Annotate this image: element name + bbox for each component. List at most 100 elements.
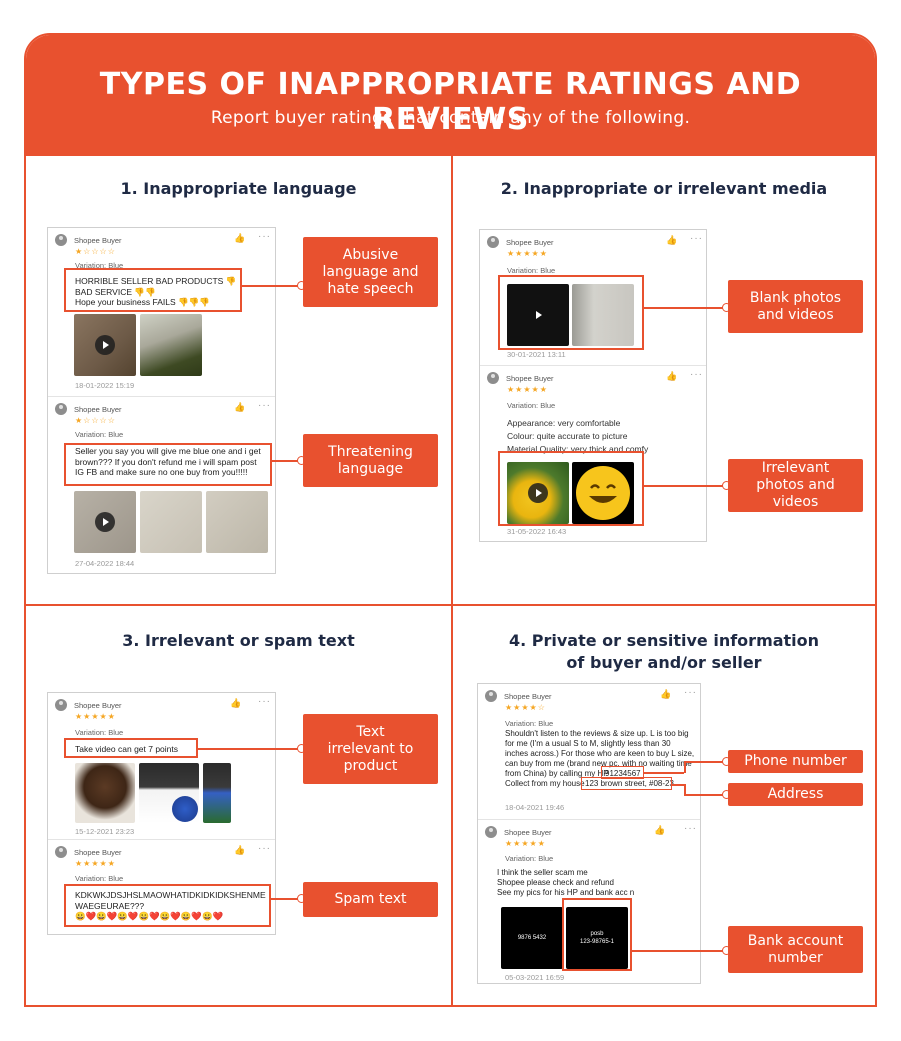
review-photo-thumbnail[interactable] <box>75 763 135 823</box>
thumbs-up-icon[interactable]: 👍 <box>654 825 666 835</box>
thumbs-up-icon[interactable]: 👍 <box>660 689 672 699</box>
avatar <box>487 372 499 384</box>
review-date: 27-04-2022 18:44 <box>75 559 135 568</box>
review-text: Take video can get 7 points <box>75 744 179 754</box>
avatar <box>55 699 67 711</box>
connector-line <box>242 285 302 287</box>
connector-line <box>684 761 727 763</box>
review-text: KDKWKJDSJHSLMAOWHATIDKIDKIDKSHENME WAEGE… <box>75 890 266 921</box>
connector-line <box>644 772 684 774</box>
blank-photo-thumbnail[interactable] <box>572 284 634 346</box>
bank-image-thumbnail[interactable]: posb 123-98765-1 <box>566 907 628 969</box>
highlight-box <box>601 766 644 779</box>
star-rating: ★★★★☆ <box>505 703 546 712</box>
highlight-box <box>64 443 272 486</box>
irrelevant-photo-thumbnail[interactable] <box>572 462 634 524</box>
review-photo-thumbnail[interactable] <box>140 491 202 553</box>
highlight-box <box>562 898 632 971</box>
more-icon[interactable]: ··· <box>690 369 703 380</box>
variation-label: Variation: Blue <box>505 854 554 863</box>
address-text: 123 brown street, #08-23 <box>585 779 674 788</box>
star-rating: ★★★★★ <box>507 385 548 394</box>
thumbs-up-icon[interactable]: 👍 <box>666 371 678 381</box>
divider-vertical <box>451 156 453 1005</box>
review-photo-thumbnail[interactable] <box>203 763 231 823</box>
review-date: 30-01-2021 13:11 <box>507 350 566 359</box>
avatar <box>487 236 499 248</box>
connector-line <box>644 307 727 309</box>
header: TYPES OF INAPPROPRIATE RATINGS AND REVIE… <box>26 35 875 156</box>
more-icon[interactable]: ··· <box>684 687 697 698</box>
more-icon[interactable]: ··· <box>258 843 271 854</box>
callout-abusive-language: Abusive language and hate speech <box>303 237 438 307</box>
connector-line <box>684 794 727 796</box>
thumbs-up-icon[interactable]: 👍 <box>234 402 246 412</box>
review-photo-thumbnail[interactable] <box>206 491 268 553</box>
phone-image-thumbnail[interactable]: 9876 5432 <box>501 907 563 969</box>
more-icon[interactable]: ··· <box>258 400 271 411</box>
callout-irrelevant-media: Irrelevant photos and videos <box>728 459 863 512</box>
callout-phone-number: Phone number <box>728 750 863 773</box>
more-icon[interactable]: ··· <box>684 823 697 834</box>
variation-label: Variation: Blue <box>75 874 124 883</box>
thumbs-up-icon[interactable]: 👍 <box>666 235 678 245</box>
review-item: Shopee Buyer 👍 ··· ★☆☆☆☆ Variation: Blue… <box>48 228 275 396</box>
review-item: Shopee Buyer 👍 ··· ★★★★★ Variation: Blue… <box>478 819 700 983</box>
review-card-2: Shopee Buyer 👍 ··· ★★★★★ Variation: Blue… <box>479 229 707 542</box>
review-text: I think the seller scam me Shopee please… <box>497 868 635 897</box>
review-item: Shopee Buyer 👍 ··· ★★★★★ Variation: Blue… <box>480 230 706 365</box>
review-date: 05-03-2021 16:59 <box>505 973 565 982</box>
play-icon[interactable] <box>95 512 115 532</box>
review-card-1: Shopee Buyer 👍 ··· ★☆☆☆☆ Variation: Blue… <box>47 227 276 574</box>
thumbs-up-icon[interactable]: 👍 <box>230 698 242 708</box>
connector-line <box>632 950 727 952</box>
connector-line <box>272 460 302 462</box>
connector-line <box>271 898 302 900</box>
buyer-name: Shopee Buyer <box>74 847 122 857</box>
more-icon[interactable]: ··· <box>258 696 271 707</box>
more-icon[interactable]: ··· <box>690 233 703 244</box>
review-date: 18-01-2022 15:19 <box>75 381 135 390</box>
irrelevant-video-thumbnail[interactable] <box>507 462 569 524</box>
star-rating: ★★★★★ <box>75 859 116 868</box>
connector-line <box>198 748 302 750</box>
divider-horizontal <box>26 604 875 606</box>
more-icon[interactable]: ··· <box>258 231 271 242</box>
avatar <box>55 846 67 858</box>
review-date: 15-12-2021 23:23 <box>75 827 135 836</box>
callout-address: Address <box>728 783 863 806</box>
star-rating: ★☆☆☆☆ <box>75 247 116 256</box>
star-rating: ★★★★★ <box>507 249 548 258</box>
callout-irrelevant-text: Text irrelevant to product <box>303 714 438 784</box>
review-text: Shouldn't listen to the reviews & size u… <box>505 729 695 788</box>
review-text: Seller you say you will give me blue one… <box>75 446 261 477</box>
buyer-name: Shopee Buyer <box>74 235 122 245</box>
highlight-box <box>581 777 672 790</box>
variation-label: Variation: Blue <box>75 430 124 439</box>
smiley-emoji-image <box>576 466 630 520</box>
review-photo-thumbnail[interactable] <box>140 314 202 376</box>
review-details: Appearance: very comfortable Colour: qui… <box>507 418 649 454</box>
review-date: 18-04-2021 19:46 <box>505 803 565 812</box>
review-item: Shopee Buyer 👍 ··· ★☆☆☆☆ Variation: Blue… <box>48 396 275 573</box>
play-icon[interactable] <box>528 305 548 325</box>
buyer-name: Shopee Buyer <box>504 827 552 837</box>
connector-line <box>684 784 686 795</box>
buyer-name: Shopee Buyer <box>506 373 554 383</box>
review-video-thumbnail[interactable] <box>74 491 136 553</box>
play-icon[interactable] <box>95 335 115 355</box>
avatar <box>55 403 67 415</box>
star-rating: ★☆☆☆☆ <box>75 416 116 425</box>
variation-label: Variation: Blue <box>507 401 556 410</box>
highlight-box <box>64 738 198 758</box>
thumbs-up-icon[interactable]: 👍 <box>234 845 246 855</box>
section-title-1: 1. Inappropriate language <box>120 179 357 198</box>
callout-blank-media: Blank photos and videos <box>728 280 863 333</box>
review-video-thumbnail[interactable] <box>74 314 136 376</box>
connector-line <box>684 761 686 773</box>
thumbs-up-icon[interactable]: 👍 <box>234 233 246 243</box>
play-icon[interactable] <box>528 483 548 503</box>
callout-threatening-language: Threatening language <box>303 434 438 487</box>
blank-video-thumbnail[interactable] <box>507 284 569 346</box>
avatar <box>485 826 497 838</box>
